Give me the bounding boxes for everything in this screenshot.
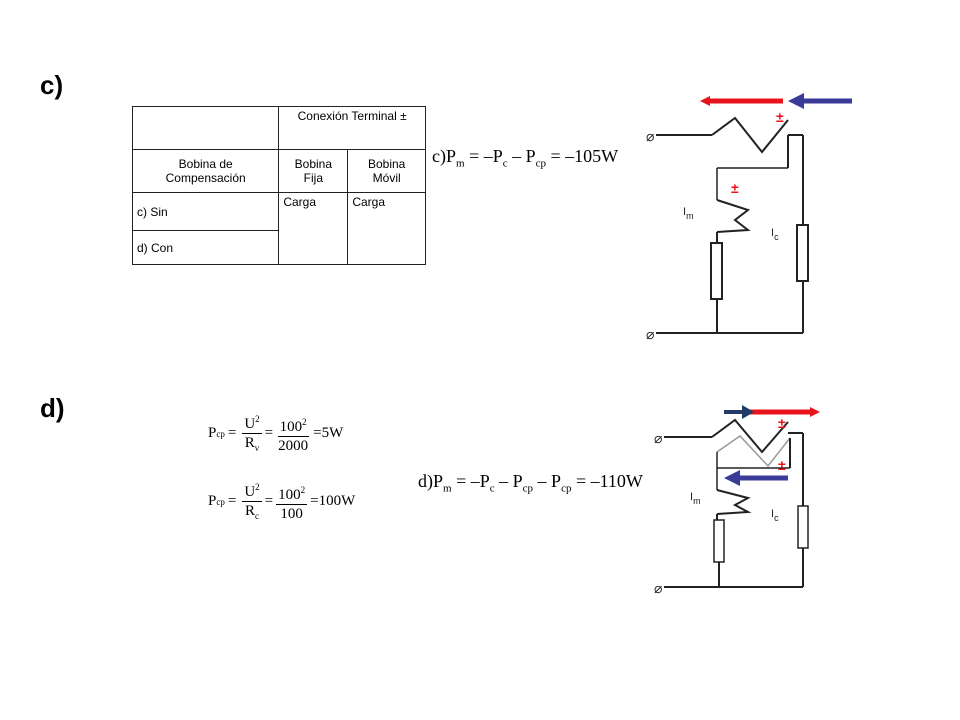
circuit-d-navy-arrow	[724, 405, 754, 419]
circuit-d	[664, 418, 809, 588]
pcp1-num2-sup: 2	[302, 416, 307, 427]
pcp2-num2: 100	[278, 486, 301, 503]
circuit-d-compensation-coil	[716, 435, 791, 468]
eq-c-term2: – P	[507, 146, 536, 166]
pcp1-num1: U	[244, 416, 256, 432]
circuit-c-fixed-coil	[711, 116, 789, 154]
circuit-c-ic-label: Ic	[771, 227, 779, 242]
circuit-c-plusminus-moving: ±	[731, 180, 739, 196]
pcp2-den2: 100	[280, 505, 303, 522]
eq-d-pm: d)P	[418, 471, 444, 491]
pcp1-num1-sup: 2	[255, 414, 260, 424]
circuit-d-ic-label: Ic	[771, 508, 779, 523]
circuit-d-im-label: Im	[690, 491, 701, 506]
pcp1-den1-sub: v	[254, 443, 260, 453]
circuit-c-terminal-bottom: ⌀	[646, 326, 654, 342]
circuit-d-terminal-bottom: ⌀	[654, 580, 662, 596]
table-header-conexion: Conexión Terminal ±	[278, 106, 426, 150]
eq-d-pm-sub: m	[443, 482, 452, 495]
equation-pm-c: c)Pm = –Pc – Pcp = –105W	[432, 146, 618, 170]
pcp1-lhs: P	[208, 425, 217, 441]
pcp2-lhs-sub: cp	[216, 496, 225, 507]
pcp2-lhs: P	[208, 493, 217, 509]
circuit-d-fixed-coil	[711, 418, 789, 454]
eq-c-pm: c)P	[432, 146, 456, 166]
pcp2-result: =100W	[310, 493, 356, 509]
eq-c-term2-sub: cp	[535, 157, 547, 170]
pcp1-frac1: U2 Rv	[242, 410, 262, 457]
circuit-d-terminal-top: ⌀	[654, 430, 662, 446]
circuit-c-plusminus-fixed: ±	[776, 109, 784, 125]
eq-d-term3-sub: cp	[561, 482, 572, 495]
circuit-c	[656, 116, 809, 334]
eq-c-term1: = –P	[464, 146, 503, 166]
eq-d-term1-sub: c	[489, 482, 495, 495]
eq-d-term3: – P	[533, 471, 562, 491]
eq-d-term2: – P	[494, 471, 523, 491]
eq-c-term1-sub: c	[502, 157, 508, 170]
circuit-c-blue-arrow	[788, 93, 852, 109]
circuit-c-voltage-resistor	[710, 242, 723, 300]
eq-d-term2-sub: cp	[522, 482, 534, 495]
table-header-movil: Bobina Móvil	[347, 149, 426, 193]
pcp1-frac2: 1002 2000	[276, 413, 310, 455]
section-label-c: c)	[40, 70, 64, 100]
section-label-d: d)	[40, 393, 65, 423]
circuit-d-plusminus-fixed: ±	[778, 415, 786, 431]
pcp1-result: =5W	[313, 425, 344, 441]
circuit-c-terminal-top: ⌀	[646, 128, 654, 144]
pcp1-num2: 100	[279, 418, 303, 435]
pcp2-num1-sup: 2	[255, 482, 260, 492]
circuit-c-im-label: Im	[683, 206, 694, 221]
circuit-d-plusminus-comp: ±	[778, 457, 786, 473]
circuit-d-moving-coil	[716, 489, 752, 515]
pcp2-num1: U	[244, 484, 256, 500]
pcp2-num2-sup: 2	[300, 484, 306, 495]
pcp1-lhs-sub: cp	[216, 428, 225, 439]
pcp2-den1: R	[244, 503, 255, 519]
table-cell-carga-fija: Carga	[278, 192, 349, 265]
eq-c-result: = –105W	[546, 146, 619, 166]
circuit-d-voltage-resistor	[713, 519, 725, 563]
eq-d-term1: = –P	[451, 471, 490, 491]
connection-table: Conexión Terminal ± Bobina de Compensaci…	[131, 106, 426, 265]
circuit-c-moving-coil	[716, 199, 751, 233]
table-header-bobina-comp: Bobina de Compensación	[131, 149, 280, 193]
pcp1-den2: 2000	[278, 437, 309, 454]
table-row-con: d) Con	[131, 230, 280, 265]
pcp2-frac2: 1002 100	[276, 481, 308, 523]
circuit-d-blue-arrow	[724, 470, 788, 486]
table-header-fija: Bobina Fija	[278, 149, 349, 193]
pcp2-frac1: U2 Rc	[242, 478, 262, 525]
pcp1-den1: R	[244, 435, 255, 451]
eq-d-result: = –110W	[571, 471, 643, 491]
table-cell-carga-movil: Carga	[347, 192, 426, 265]
eq-c-pm-sub: m	[456, 157, 465, 170]
circuit-c-current-resistor	[796, 224, 809, 282]
circuit-d-current-resistor	[797, 505, 809, 549]
equation-pm-d: d)Pm = –Pc – Pcp – Pcp = –110W	[418, 471, 643, 495]
pcp2-den1-sub: c	[254, 511, 259, 521]
